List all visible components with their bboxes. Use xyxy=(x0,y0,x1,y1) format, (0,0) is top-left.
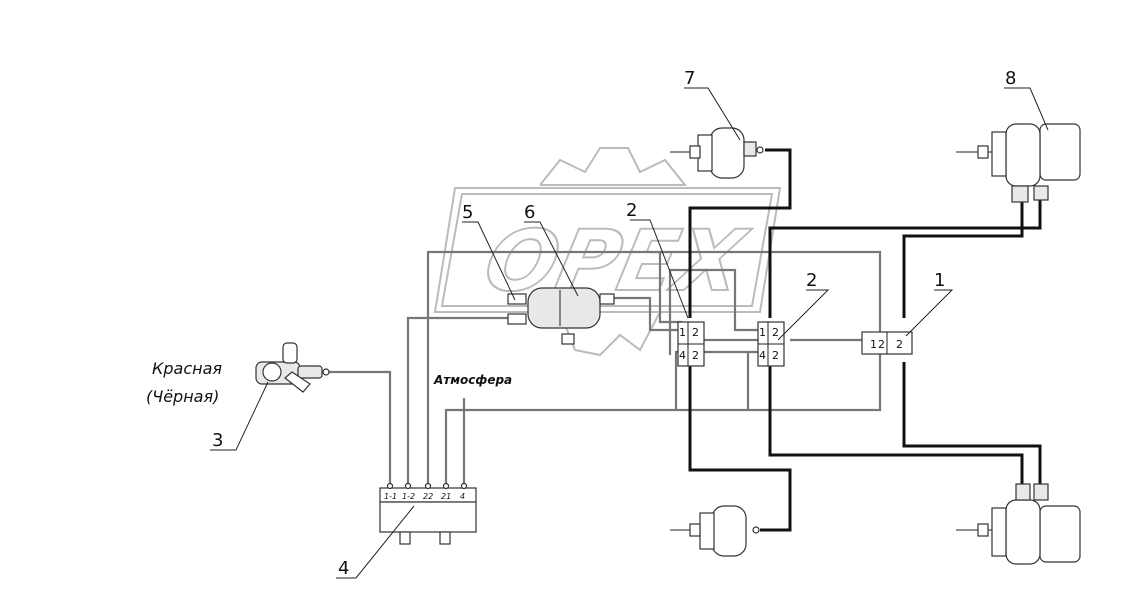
callout-6: 6 xyxy=(524,202,535,223)
port-1-1: 1-1 xyxy=(384,492,397,501)
coupling-label-red: Красная xyxy=(152,359,222,378)
thick-lines xyxy=(688,148,1042,532)
valve-left-port-1: 1 xyxy=(679,326,686,339)
valve1-port-1: 1 xyxy=(870,338,877,351)
callout-8: 8 xyxy=(1005,68,1016,89)
brake-chamber-bottom xyxy=(670,505,760,557)
port-1-2: 1-2 xyxy=(402,492,415,501)
leader-lines xyxy=(210,87,1049,579)
valve1-port-2a: 2 xyxy=(878,338,885,351)
valve-left-port-4: 4 xyxy=(679,349,686,362)
valve1-port-2b: 2 xyxy=(896,338,903,351)
callout-4: 4 xyxy=(338,558,349,579)
valve-left-port-2a: 2 xyxy=(692,326,699,339)
atmosphere-label: Атмосфера xyxy=(433,373,512,387)
callout-7: 7 xyxy=(684,68,695,89)
spring-brake-chamber-top xyxy=(956,123,1081,203)
callout-5: 5 xyxy=(462,202,473,223)
valve-2-left: 1 2 4 2 xyxy=(677,321,705,367)
port-22: 22 xyxy=(423,492,433,501)
callout-1: 1 xyxy=(934,270,945,291)
brake-chamber-top xyxy=(670,127,764,179)
manifold-block-4: 1-1 1-2 22 21 4 xyxy=(379,482,477,545)
port-4: 4 xyxy=(460,492,465,501)
valve-right-port-2b: 2 xyxy=(772,349,779,362)
receiver-6 xyxy=(507,287,615,345)
valve-1: 1 2 2 xyxy=(861,331,913,355)
callout-2a: 2 xyxy=(626,200,637,221)
callout-2b: 2 xyxy=(806,270,817,291)
spring-brake-chamber-bottom xyxy=(956,483,1081,565)
port-21: 21 xyxy=(441,492,451,501)
coupling-label-black: (Чёрная) xyxy=(146,387,219,406)
callout-3: 3 xyxy=(212,430,223,451)
valve-right-port-2a: 2 xyxy=(772,326,779,339)
coupling-head xyxy=(255,342,330,393)
valve-right-port-4: 4 xyxy=(759,349,766,362)
valve-2-right: 1 2 4 2 xyxy=(757,321,785,367)
valve-left-port-2b: 2 xyxy=(692,349,699,362)
valve-right-port-1: 1 xyxy=(759,326,766,339)
